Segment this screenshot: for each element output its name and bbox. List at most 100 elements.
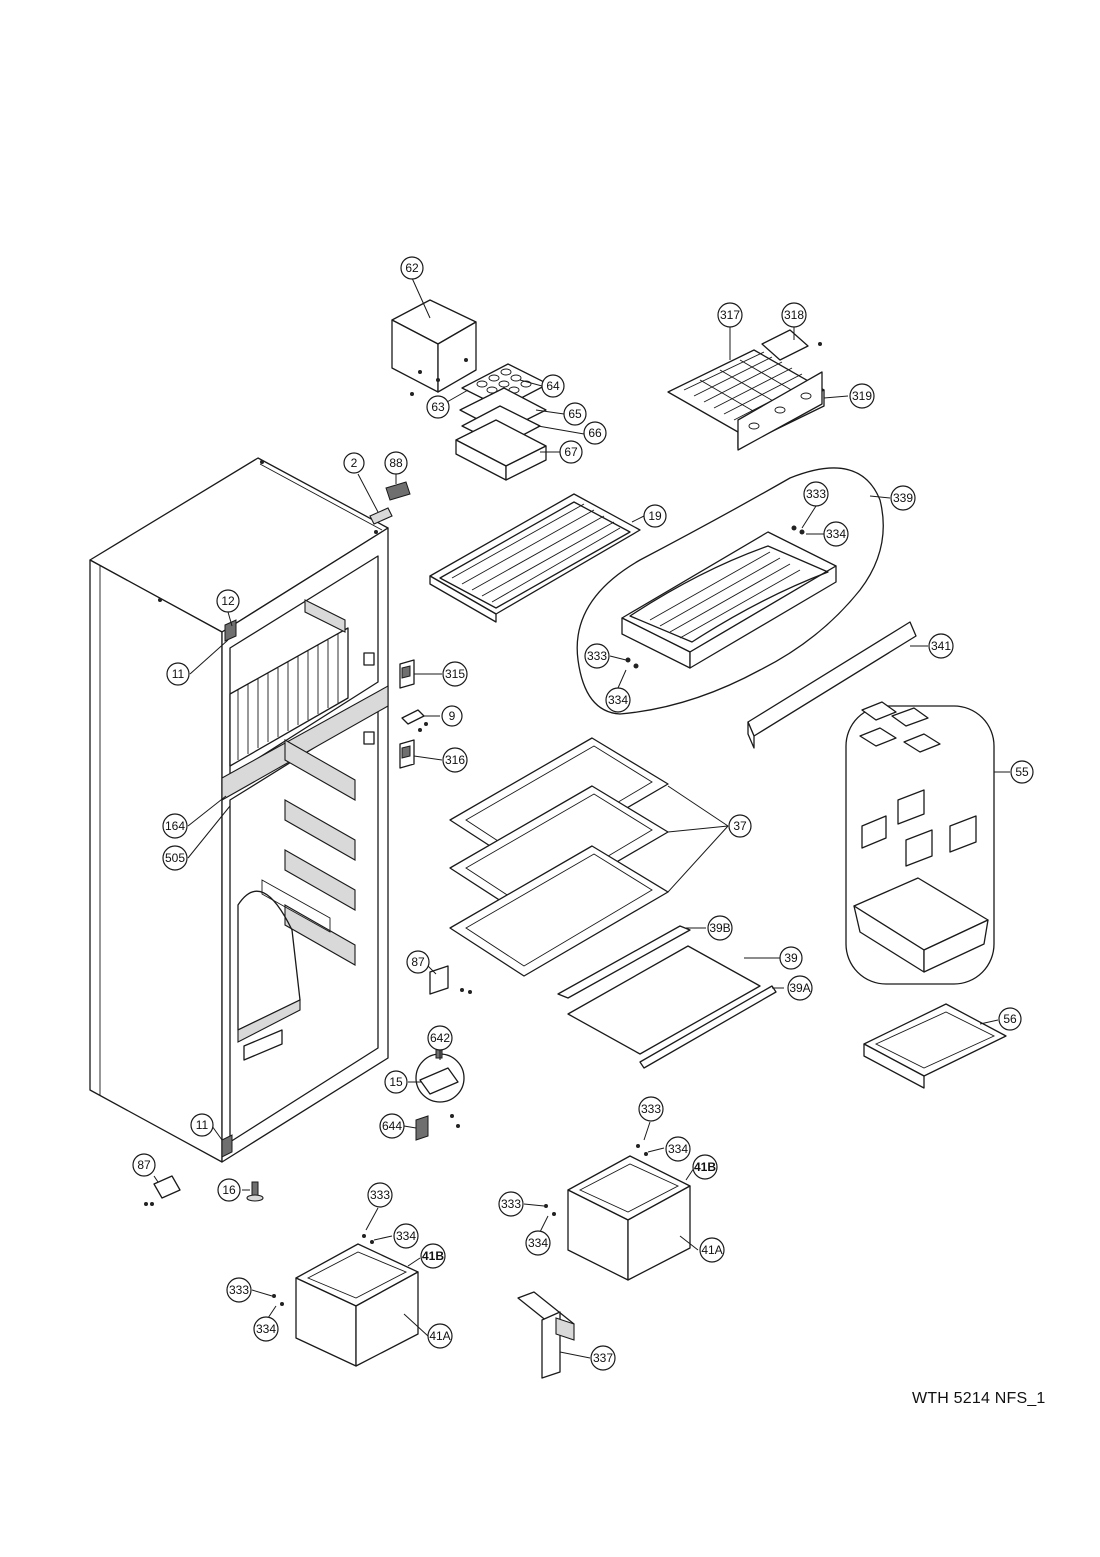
callout-12: 12 <box>216 589 240 613</box>
svg-text:39B: 39B <box>709 921 730 935</box>
callout-37: 37 <box>728 814 752 838</box>
svg-text:9: 9 <box>449 709 456 723</box>
callout-41B-lower-bin: 41B <box>420 1243 446 1269</box>
callout-333-freezer-tray: 333 <box>803 481 829 507</box>
callout-316: 316 <box>442 747 468 773</box>
diagram-caption: WTH 5214 NFS_1 <box>912 1390 1046 1407</box>
svg-text:19: 19 <box>648 509 662 523</box>
glass-shelves <box>449 737 669 977</box>
svg-text:87: 87 <box>411 955 425 969</box>
crisper-frame <box>863 1003 1007 1089</box>
callout-19: 19 <box>643 504 667 528</box>
accessory-tray-group <box>845 701 995 985</box>
callout-9: 9 <box>441 705 463 727</box>
svg-text:337: 337 <box>593 1351 613 1365</box>
svg-text:644: 644 <box>382 1119 402 1133</box>
crisper-cover-shelf <box>557 925 777 1069</box>
callout-334-upper-bin: 334 <box>665 1136 691 1162</box>
callout-64: 64 <box>541 374 565 398</box>
callout-334-upper-bin-left: 334 <box>525 1230 551 1256</box>
svg-text:39A: 39A <box>789 981 810 995</box>
svg-text:67: 67 <box>564 445 578 459</box>
hinge-top-part <box>369 481 411 525</box>
door-bin-lower <box>272 1234 419 1367</box>
svg-text:41A: 41A <box>429 1329 450 1343</box>
svg-text:41B: 41B <box>694 1160 716 1174</box>
callout-2: 2 <box>343 452 365 474</box>
callout-87-cabinet: 87 <box>406 950 430 974</box>
svg-text:642: 642 <box>430 1031 450 1045</box>
callout-644: 644 <box>379 1113 405 1139</box>
callout-164: 164 <box>162 813 188 839</box>
callout-333-upper-bin: 333 <box>638 1096 664 1122</box>
svg-text:15: 15 <box>389 1075 403 1089</box>
callout-39: 39 <box>779 946 803 970</box>
svg-text:317: 317 <box>720 308 740 322</box>
svg-text:316: 316 <box>445 753 465 767</box>
callout-333-lower-bin-left: 333 <box>226 1277 252 1303</box>
callout-642: 642 <box>427 1025 453 1051</box>
svg-text:39: 39 <box>784 951 798 965</box>
leader-lines <box>153 277 1010 1359</box>
callout-318: 318 <box>781 302 807 328</box>
refrigerator-cabinet <box>89 457 389 1163</box>
svg-text:88: 88 <box>389 456 403 470</box>
callout-66: 66 <box>583 421 607 445</box>
svg-text:334: 334 <box>826 527 846 541</box>
switch-parts <box>399 659 428 769</box>
callout-315: 315 <box>442 661 468 687</box>
svg-text:56: 56 <box>1003 1012 1017 1026</box>
door-bin-upper <box>544 1144 691 1281</box>
callout-65: 65 <box>563 402 587 426</box>
air-duct-grille <box>667 329 825 451</box>
svg-text:318: 318 <box>784 308 804 322</box>
callout-334-freezer-tray-left: 334 <box>605 687 631 713</box>
svg-text:333: 333 <box>641 1102 661 1116</box>
svg-text:11: 11 <box>172 667 185 681</box>
svg-text:334: 334 <box>528 1236 548 1250</box>
callout-319: 319 <box>849 383 875 409</box>
callout-341: 341 <box>928 633 954 659</box>
svg-text:333: 333 <box>501 1197 521 1211</box>
callout-333-lower-bin: 333 <box>367 1182 393 1208</box>
svg-text:55: 55 <box>1015 765 1029 779</box>
svg-text:505: 505 <box>165 851 185 865</box>
svg-text:315: 315 <box>445 667 465 681</box>
svg-text:2: 2 <box>351 456 358 470</box>
svg-text:87: 87 <box>137 1158 151 1172</box>
callout-56: 56 <box>998 1007 1022 1031</box>
svg-text:334: 334 <box>256 1322 276 1336</box>
svg-text:66: 66 <box>588 426 602 440</box>
callout-67: 67 <box>559 440 583 464</box>
svg-text:11: 11 <box>196 1118 209 1132</box>
callout-88: 88 <box>384 451 408 475</box>
svg-text:341: 341 <box>931 639 951 653</box>
callout-317: 317 <box>717 302 743 328</box>
callout-16: 16 <box>217 1178 241 1202</box>
freezer-shelf <box>429 493 641 623</box>
callout-334-lower-bin: 334 <box>393 1223 419 1249</box>
callout-41A-lower-bin: 41A <box>427 1323 453 1349</box>
callout-41A-upper-bin: 41A <box>699 1237 725 1263</box>
svg-text:339: 339 <box>893 491 913 505</box>
ice-maker-assembly <box>391 299 549 481</box>
callout-62: 62 <box>400 256 424 280</box>
svg-text:62: 62 <box>405 261 419 275</box>
callout-11-bottom: 11 <box>190 1113 214 1137</box>
svg-text:334: 334 <box>396 1229 416 1243</box>
callout-505: 505 <box>162 845 188 871</box>
callout-334-lower-bin-left: 334 <box>253 1316 279 1342</box>
callout-334-freezer-tray: 334 <box>823 521 849 547</box>
callout-55: 55 <box>1010 760 1034 784</box>
svg-text:41A: 41A <box>701 1243 722 1257</box>
callout-337: 337 <box>590 1345 616 1371</box>
callout-333-freezer-tray-left: 333 <box>584 643 610 669</box>
svg-text:334: 334 <box>608 693 628 707</box>
svg-text:64: 64 <box>546 379 560 393</box>
svg-text:16: 16 <box>222 1183 236 1197</box>
svg-text:333: 333 <box>587 649 607 663</box>
callout-333-upper-bin-left: 333 <box>498 1191 524 1217</box>
freezer-door-tray-group <box>576 467 917 749</box>
callout-15: 15 <box>384 1070 408 1094</box>
